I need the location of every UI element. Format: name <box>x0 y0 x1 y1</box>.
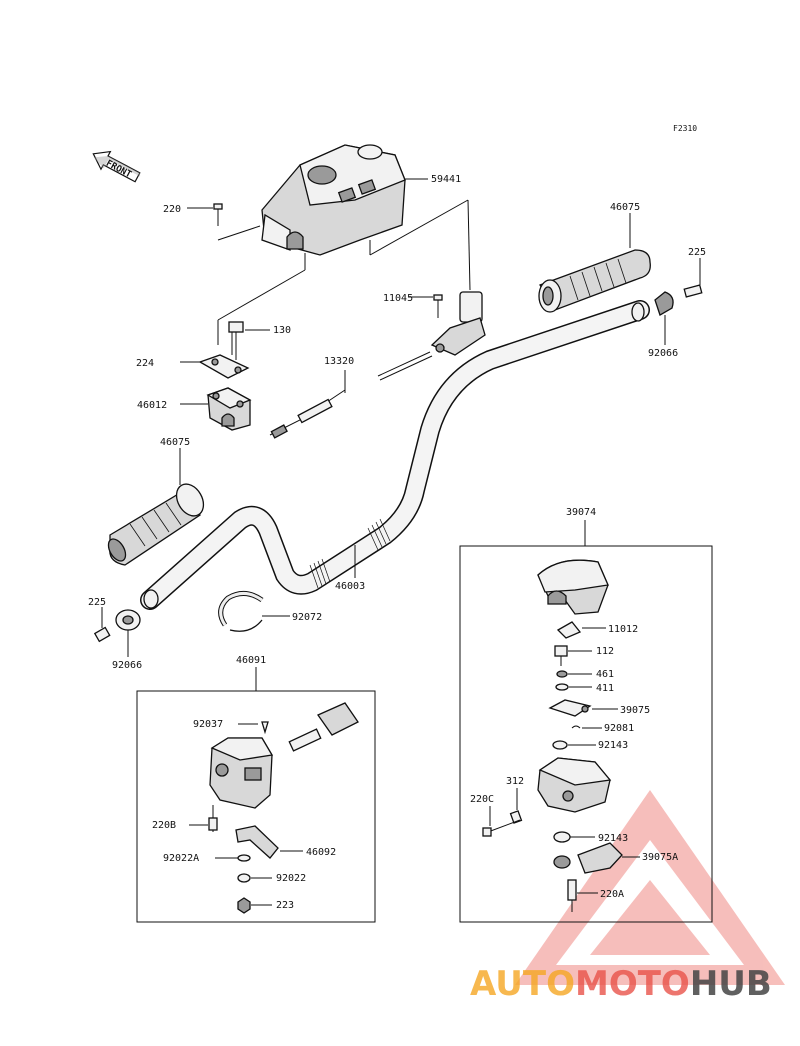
switch-parts-left <box>208 805 279 914</box>
callout-46091: 46091 <box>236 655 266 666</box>
callout-39075: 39075 <box>620 705 650 716</box>
callout-92066-left: 92066 <box>112 660 142 671</box>
switch-cover-right <box>537 559 609 615</box>
callout-411: 411 <box>596 683 614 694</box>
callout-92022A: 92022A <box>163 853 199 864</box>
plate-11045 <box>198 354 250 379</box>
callout-92081: 92081 <box>604 723 634 734</box>
callout-59441: 59441 <box>431 174 461 185</box>
callout-312: 312 <box>506 776 524 787</box>
clip-92072 <box>218 591 264 632</box>
watermark-moto: MOTO <box>575 964 690 1004</box>
callout-130: 130 <box>273 325 291 336</box>
front-arrow-icon: FRONT <box>92 150 141 183</box>
callout-220C: 220C <box>470 794 494 805</box>
callout-112: 112 <box>596 646 614 657</box>
switch-stack-right <box>548 621 592 750</box>
watermark-auto: AUTO <box>470 964 575 1004</box>
grip-right <box>538 249 651 313</box>
bar-end-left <box>93 609 141 643</box>
switch-housing-left <box>209 702 359 809</box>
callout-46075-left: 46075 <box>160 437 190 448</box>
callout-13320: 13320 <box>324 356 354 367</box>
callout-39074: 39074 <box>566 507 596 518</box>
callout-92022: 92022 <box>276 873 306 884</box>
throttle-cable <box>269 351 433 439</box>
figure-code: F2310 <box>673 124 697 133</box>
handlebar-46003 <box>140 300 650 610</box>
callout-46012: 46012 <box>137 400 167 411</box>
svg-text:AUTOMOTOHUB: AUTOMOTOHUB <box>470 964 772 1004</box>
callout-220A: 220A <box>600 889 624 900</box>
callout-46003: 46003 <box>335 581 365 592</box>
callout-46075-top: 46075 <box>610 202 640 213</box>
callout-39075A: 39075A <box>642 852 678 863</box>
clamp-bolt-130 <box>228 321 244 360</box>
bar-end-right <box>654 284 703 316</box>
callout-46092: 46092 <box>306 847 336 858</box>
watermark-hub: HUB <box>690 964 772 1004</box>
switch-lower-right <box>553 831 623 912</box>
callout-225-left: 225 <box>88 597 106 608</box>
switch-assembly-box-right <box>459 545 713 923</box>
callout-11012: 11012 <box>608 624 638 635</box>
callout-92143-top: 92143 <box>598 740 628 751</box>
callout-11045: 224 <box>136 358 154 369</box>
switch-housing-right <box>482 757 612 837</box>
clamp-46012 <box>206 387 252 431</box>
watermark-logo <box>515 790 785 985</box>
screw-220 <box>213 203 223 226</box>
callout-92066-top: 92066 <box>648 348 678 359</box>
callout-92143-bottom: 92143 <box>598 833 628 844</box>
callout-223: 223 <box>276 900 294 911</box>
callout-92037: 92037 <box>193 719 223 730</box>
handlebar-cover <box>261 144 406 256</box>
throttle-case <box>430 291 486 356</box>
callout-220: 220 <box>163 204 181 215</box>
grip-left <box>107 483 205 566</box>
callout-225-top: 225 <box>688 247 706 258</box>
callout-461: 461 <box>596 669 614 680</box>
watermark-text: AUTOMOTOHUB <box>470 964 772 1004</box>
callout-220B: 220B <box>152 820 176 831</box>
callout-224: 11045 <box>383 293 413 304</box>
callout-92072: 92072 <box>292 612 322 623</box>
